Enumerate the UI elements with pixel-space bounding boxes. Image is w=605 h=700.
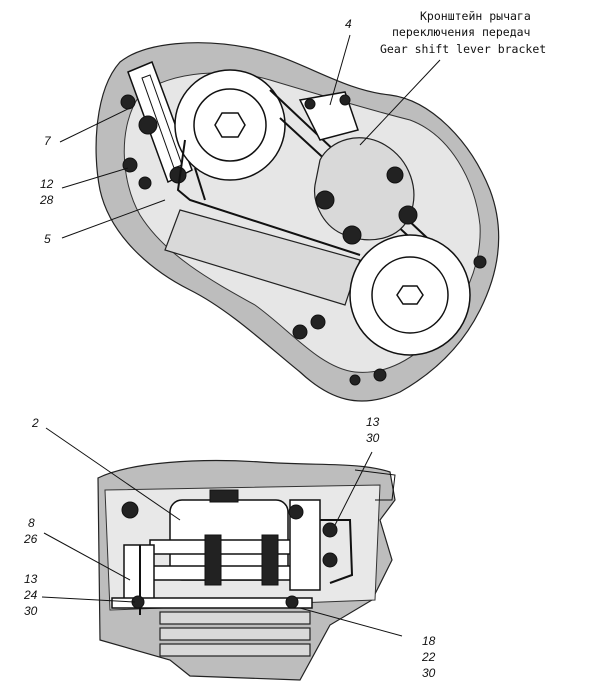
- leader-4: [329, 34, 351, 106]
- left-bolt-head: [121, 501, 139, 519]
- label-22: 22: [421, 650, 436, 664]
- housing-bolt-a: [292, 324, 308, 340]
- housing-bolt-c: [473, 255, 487, 269]
- label-30-b: 30: [24, 604, 38, 618]
- label-30-a: 30: [366, 431, 380, 445]
- housing-bolt-left-b: [122, 157, 138, 173]
- arm-bolt-lower: [169, 166, 187, 184]
- lower-pulley-nut: [396, 285, 424, 305]
- label-13-a: 13: [366, 415, 380, 429]
- label-4: 4: [345, 17, 352, 31]
- arm-bolt-upper: [138, 115, 158, 135]
- housing-bolt-d: [373, 368, 387, 382]
- label-8: 8: [28, 516, 35, 530]
- label-18: 18: [422, 634, 436, 648]
- right-bolt-3: [322, 552, 338, 568]
- housing-bolt-left-a: [120, 94, 136, 110]
- leader-2: [45, 427, 181, 521]
- cylinder-body: [164, 209, 361, 306]
- upper-view: [59, 34, 500, 402]
- cross-bar-lower: [149, 565, 311, 581]
- base-plate: [111, 597, 313, 609]
- leader-8-26: [43, 532, 131, 581]
- leader-5: [61, 199, 166, 239]
- right-bolt-2: [322, 522, 338, 538]
- bracket-bolt-4: [386, 166, 404, 184]
- label-12: 12: [40, 177, 54, 191]
- block-a: [204, 534, 222, 586]
- label-26: 26: [23, 532, 38, 546]
- leader-caption: [359, 59, 441, 146]
- fuel-pipe: [320, 519, 354, 584]
- bracket-bolt-1: [315, 190, 335, 210]
- housing-bolt-e: [349, 374, 361, 386]
- leader-13-30: [334, 451, 373, 526]
- bracket-top-cap: [209, 489, 239, 503]
- label-2: 2: [31, 416, 39, 430]
- bracket-bolt-2: [342, 225, 362, 245]
- label-5: 5: [44, 232, 51, 246]
- label-30-c: 30: [422, 666, 436, 680]
- pulley-groove-3: [159, 643, 311, 657]
- lower-view: [41, 427, 403, 681]
- lever-part-4-bolt-b: [339, 94, 351, 106]
- caption-line-3: Gear shift lever bracket: [380, 42, 546, 56]
- housing-bolt-left-c: [138, 176, 152, 190]
- base-bolt-right: [285, 595, 299, 609]
- housing-bolt-b: [310, 314, 326, 330]
- pulley-groove-1: [159, 611, 311, 625]
- right-housing-edge: [354, 469, 396, 501]
- block-b: [261, 534, 279, 586]
- leader-18-22-30: [299, 607, 403, 637]
- label-28: 28: [39, 193, 54, 207]
- pulley-groove-2: [159, 627, 311, 641]
- caption-line-1: Кронштейн рычага: [420, 9, 531, 23]
- upper-pulley-nut: [214, 112, 246, 138]
- label-7: 7: [44, 134, 52, 148]
- label-24: 24: [23, 588, 38, 602]
- leader-12: [61, 167, 129, 189]
- leader-7: [59, 107, 131, 143]
- bracket-bolt-3: [398, 205, 418, 225]
- right-bolt-1: [288, 504, 304, 520]
- caption-line-2: переключения передач: [392, 25, 530, 39]
- adjuster-arm: [127, 61, 193, 184]
- label-13-b: 13: [24, 572, 38, 586]
- cross-bar-upper: [149, 539, 311, 555]
- lever-part-4-bolt: [304, 98, 316, 110]
- leader-13-24-30: [41, 596, 136, 603]
